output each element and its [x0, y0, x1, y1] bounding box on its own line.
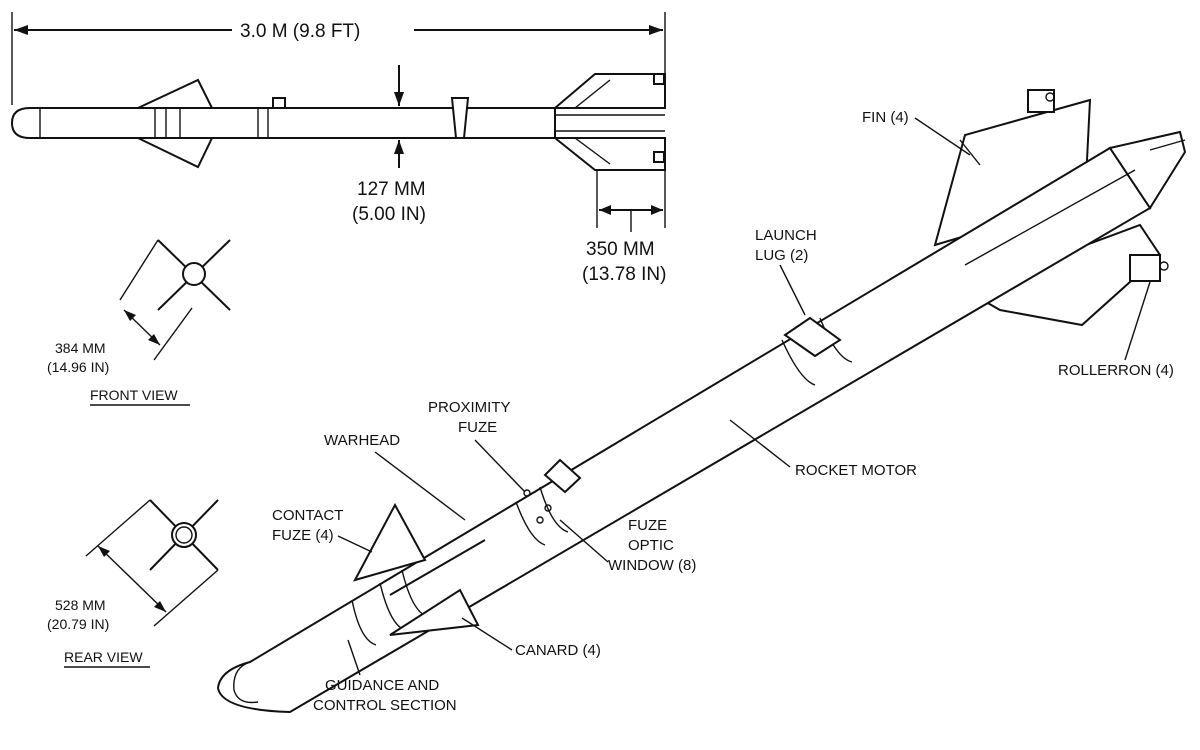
callout-canard: CANARD (4)	[515, 642, 601, 659]
callouts: FIN (4) LAUNCH LUG (2) ROLLERRON (4) PRO…	[272, 109, 1174, 714]
rear-span-mm: 528 MM	[55, 597, 106, 613]
iso-canard-upper	[353, 502, 427, 582]
iso-rollerron-lower	[1129, 254, 1161, 282]
body-diameter-in: (5.00 IN)	[352, 204, 426, 225]
side-canard-bottom	[137, 137, 214, 169]
callout-launch-lug-2: LUG (2)	[755, 247, 808, 264]
callout-proximity-2: FUZE	[458, 419, 497, 436]
arrow-down-icon	[394, 92, 404, 106]
side-body	[10, 107, 556, 139]
side-lug-front	[272, 97, 286, 109]
callout-rocket-motor: ROCKET MOTOR	[795, 462, 917, 479]
arrow-up-icon	[394, 140, 404, 154]
side-canard-top	[137, 78, 214, 109]
callout-rollerron: ROLLERRON (4)	[1058, 362, 1174, 379]
callout-optic-2: OPTIC	[628, 537, 674, 554]
callout-guidance-1: GUIDANCE AND	[325, 677, 439, 694]
iso-nozzle	[1108, 130, 1187, 210]
callout-launch-lug-1: LAUNCH	[755, 227, 817, 244]
rear-span-in: (20.79 IN)	[47, 616, 109, 632]
callout-optic-3: WINDOW (8)	[608, 557, 696, 574]
body-diameter-mm: 127 MM	[357, 179, 426, 200]
side-fin-top	[552, 73, 666, 109]
callout-proximity-1: PROXIMITY	[428, 399, 511, 416]
rear-view: 528 MM (20.79 IN) REAR VIEW	[47, 499, 219, 668]
arrow-left-icon	[14, 25, 28, 35]
callout-fin: FIN (4)	[862, 109, 909, 126]
iso-lug-front	[543, 458, 582, 494]
front-body-circle	[182, 262, 206, 286]
fin-root-in: (13.78 IN)	[582, 264, 666, 285]
rear-view-label: REAR VIEW	[64, 649, 143, 665]
iso-fin-lower	[962, 223, 1162, 327]
overall-length-label: 3.0 M (9.8 FT)	[240, 21, 360, 42]
front-view: 384 MM (14.96 IN) FRONT VIEW	[47, 239, 231, 406]
iso-lug-rear	[783, 316, 842, 358]
side-fin-bottom	[552, 137, 666, 171]
arrow-right-icon	[649, 25, 663, 35]
front-span-mm: 384 MM	[55, 340, 106, 356]
callout-contact-2: FUZE (4)	[272, 527, 334, 544]
front-view-label: FRONT VIEW	[90, 387, 178, 403]
callout-contact-1: CONTACT	[272, 507, 343, 524]
fin-root-mm: 350 MM	[586, 239, 655, 260]
side-lug-rear	[450, 97, 470, 139]
isometric-missile	[216, 89, 1187, 714]
side-view: 3.0 M (9.8 FT) 127 MM (5.00 IN)	[10, 12, 666, 285]
callout-guidance-2: CONTROL SECTION	[313, 697, 457, 714]
callout-optic-1: FUZE	[628, 517, 667, 534]
iso-body	[216, 146, 1152, 714]
iso-rollerron-upper	[1027, 89, 1055, 113]
iso-canard-lower	[389, 588, 480, 636]
callout-warhead: WARHEAD	[324, 432, 400, 449]
front-span-in: (14.96 IN)	[47, 359, 109, 375]
